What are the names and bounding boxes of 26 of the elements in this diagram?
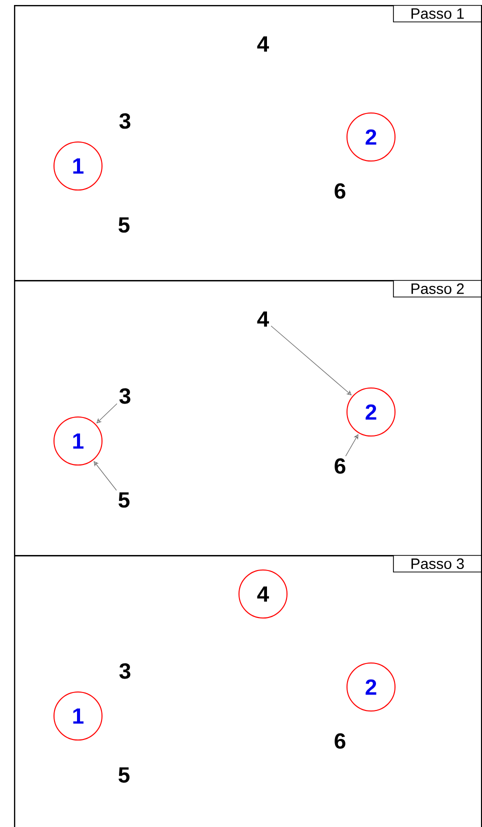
circled-number: 4 <box>238 570 288 618</box>
panel <box>14 280 482 556</box>
number: 5 <box>118 217 130 233</box>
circled-number: 2 <box>346 388 396 436</box>
number: 3 <box>119 388 130 404</box>
step-label: Passo 2 <box>393 280 482 298</box>
arrow <box>345 434 358 456</box>
number: 5 <box>118 492 130 508</box>
number: 4 <box>257 36 269 52</box>
number: 6 <box>334 458 346 474</box>
panel <box>14 555 482 827</box>
circled-number: 1 <box>54 142 102 190</box>
number: 3 <box>119 663 130 679</box>
arrow <box>94 461 117 491</box>
step-label: Passo 1 <box>393 5 482 22</box>
circled-number: 1 <box>54 692 102 740</box>
step-label: Passo 3 <box>393 555 482 572</box>
circled-number: 1 <box>54 416 102 466</box>
number: 3 <box>119 113 130 129</box>
number: 5 <box>118 767 130 783</box>
panel <box>14 5 482 282</box>
number: 4 <box>257 311 269 327</box>
circled-number: 2 <box>346 662 396 712</box>
number: 6 <box>334 183 346 199</box>
circled-number: 2 <box>346 112 396 162</box>
number: 6 <box>334 733 346 749</box>
